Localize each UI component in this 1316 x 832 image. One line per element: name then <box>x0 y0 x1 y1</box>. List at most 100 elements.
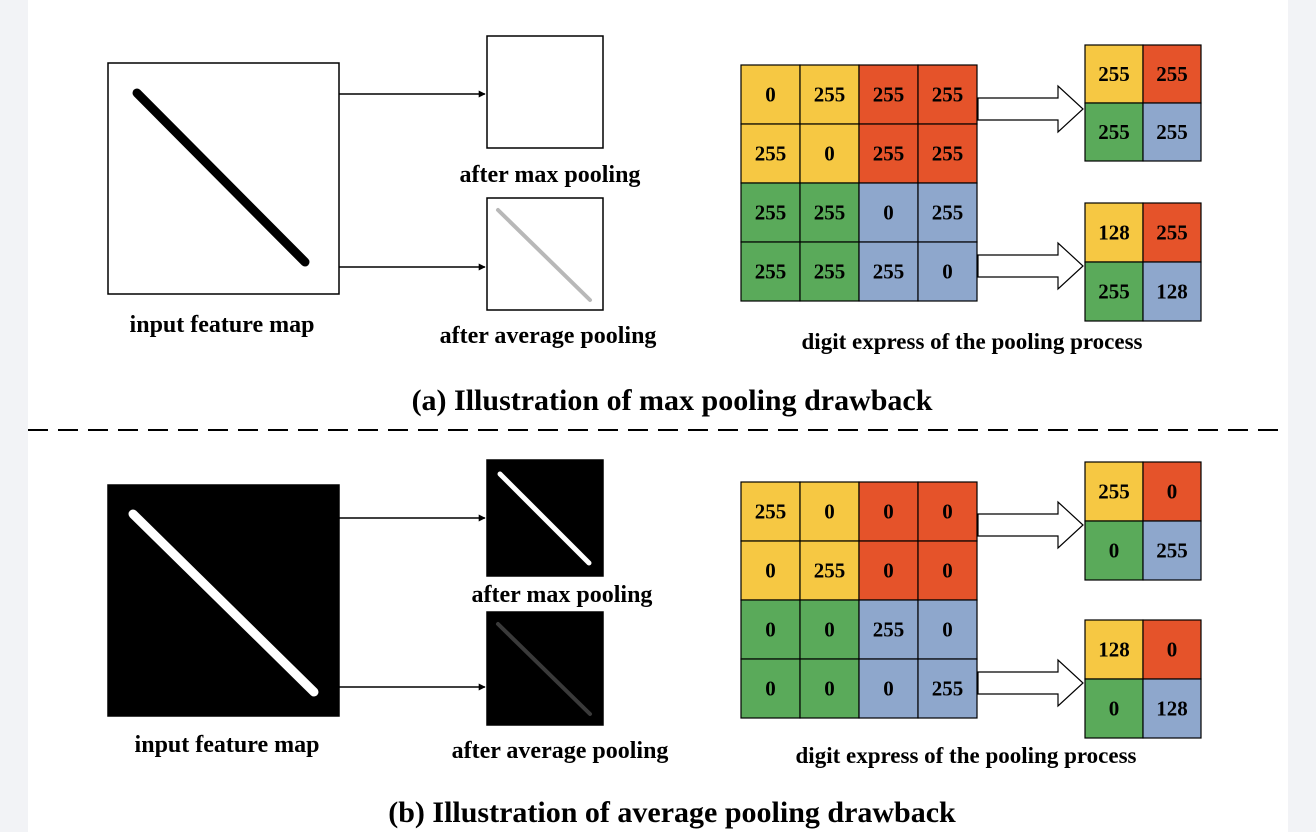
grid-b-value: 0 <box>765 618 776 642</box>
avg-b-cell <box>1142 619 1202 680</box>
grid-b-cell <box>858 599 919 660</box>
grid-a-cell <box>858 123 919 184</box>
grid-b-value: 255 <box>932 677 964 701</box>
hollow-arrow-top-b <box>977 500 1084 550</box>
max-b-cell <box>1142 461 1202 522</box>
max-label-a: after max pooling <box>460 162 641 188</box>
avg-a-cell <box>1084 261 1144 322</box>
max-diagonal-line-b <box>497 471 592 566</box>
max-b-cell <box>1142 520 1202 581</box>
avg-diagonal-line-a <box>496 208 592 302</box>
grid-a-value: 0 <box>824 142 835 166</box>
grid-b-cell <box>917 658 978 719</box>
avg-label-b: after average pooling <box>452 738 669 764</box>
grid-a-value: 255 <box>814 260 846 284</box>
avg-b-value: 128 <box>1098 638 1130 662</box>
grid-a-value: 0 <box>942 260 953 284</box>
avg-diagonal-line-b <box>496 622 592 716</box>
avg-b-value: 0 <box>1109 697 1120 721</box>
grid-b-cell <box>917 540 978 601</box>
grid-b-value: 0 <box>942 618 953 642</box>
grid-a-value: 255 <box>873 260 905 284</box>
avg-b-value: 128 <box>1156 697 1188 721</box>
grid-b-value: 0 <box>942 559 953 583</box>
grid-a-cell <box>917 123 978 184</box>
avg-b-cell <box>1084 678 1144 739</box>
caption-a: (a) Illustration of max pooling drawback <box>412 384 933 417</box>
max-b-cell <box>1084 520 1144 581</box>
grid-b-cell <box>799 658 860 719</box>
input-label-b: input feature map <box>135 732 320 758</box>
input-diagonal-line-b <box>128 509 319 697</box>
avg-label-a: after average pooling <box>440 323 657 349</box>
avg-a-value: 128 <box>1156 280 1188 304</box>
grid-a-cell <box>799 182 860 243</box>
max-a-value: 255 <box>1098 62 1130 86</box>
grid-a-cell <box>799 241 860 302</box>
grid-b-value: 255 <box>873 618 905 642</box>
max-label-b: after max pooling <box>472 582 653 608</box>
max-b-cell <box>1084 461 1144 522</box>
grid-a-cell <box>740 123 801 184</box>
grid-b-value: 0 <box>883 500 894 524</box>
grid-a-cell <box>858 241 919 302</box>
grid-a-cell <box>917 241 978 302</box>
grid-a-value: 255 <box>873 83 905 107</box>
grid-b-value: 0 <box>765 677 776 701</box>
max-a-cell <box>1142 102 1202 162</box>
hollow-arrow-bottom-a <box>977 241 1084 291</box>
grid-b-value: 0 <box>824 618 835 642</box>
grid-b-cell <box>917 481 978 542</box>
grid-b-value: 0 <box>883 677 894 701</box>
grid-a-value: 255 <box>932 201 964 225</box>
max-b-value: 255 <box>1098 480 1130 504</box>
max-a-cell <box>1084 44 1144 104</box>
avg-a-value: 255 <box>1098 280 1130 304</box>
avg-b-cell <box>1142 678 1202 739</box>
max-a-value: 255 <box>1098 120 1130 144</box>
max-b-value: 255 <box>1156 539 1188 563</box>
grid-b-cell <box>799 540 860 601</box>
grid-a-cell <box>799 64 860 125</box>
grid-b-value: 255 <box>814 559 846 583</box>
hollow-arrow-top-a <box>977 84 1084 134</box>
grid-b-value: 0 <box>765 559 776 583</box>
max-a-cell <box>1084 102 1144 162</box>
page-edge-right <box>1288 0 1316 832</box>
grid-b-value: 255 <box>755 500 787 524</box>
grid-a-value: 255 <box>814 201 846 225</box>
avg-a-cell <box>1142 202 1202 263</box>
grid-a-cell <box>917 64 978 125</box>
grid-a-value: 255 <box>755 201 787 225</box>
grid-a-cell <box>917 182 978 243</box>
grid-a-value: 255 <box>755 260 787 284</box>
grid-b-cell <box>740 599 801 660</box>
digit-label-a: digit express of the pooling process <box>802 329 1143 354</box>
grid-a-cell <box>858 182 919 243</box>
grid-a-value: 255 <box>755 142 787 166</box>
grid-b-cell <box>858 540 919 601</box>
max-a-value: 255 <box>1156 62 1188 86</box>
max-b-value: 0 <box>1109 539 1120 563</box>
grid-b-value: 0 <box>824 500 835 524</box>
grid-a-value: 255 <box>873 142 905 166</box>
grid-a-cell <box>740 241 801 302</box>
avg-a-value: 128 <box>1098 221 1130 245</box>
grid-a-value: 255 <box>932 83 964 107</box>
panel-a: input feature map after max pooling afte… <box>107 35 1202 417</box>
grid-b-cell <box>740 658 801 719</box>
grid-a-value: 255 <box>814 83 846 107</box>
hollow-arrow-bottom-b <box>977 658 1084 708</box>
grid-b-value: 0 <box>942 500 953 524</box>
grid-b-cell <box>858 658 919 719</box>
caption-b: (b) Illustration of average pooling draw… <box>388 796 956 829</box>
avg-a-cell <box>1142 261 1202 322</box>
grid-a-value: 0 <box>883 201 894 225</box>
grid-a-cell <box>858 64 919 125</box>
grid-b-value: 0 <box>883 559 894 583</box>
page-edge-left <box>0 0 28 832</box>
